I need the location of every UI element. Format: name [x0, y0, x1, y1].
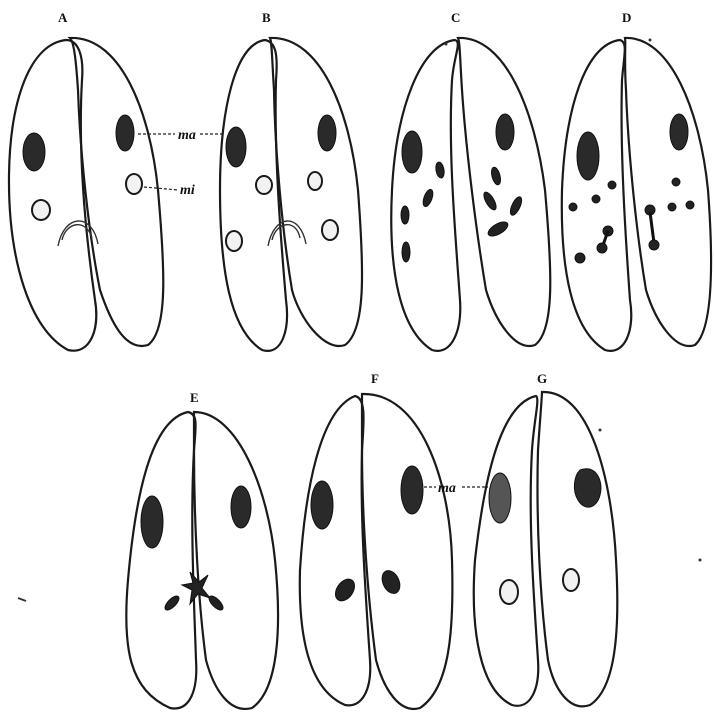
- micronucleus: [668, 203, 676, 211]
- micronucleus: [32, 200, 50, 220]
- micronucleus: [401, 206, 409, 224]
- micronucleus: [592, 195, 600, 203]
- cell-right-d: [625, 38, 711, 346]
- speck: [649, 39, 652, 42]
- micronucleus: [608, 181, 616, 189]
- micronucleus: [486, 219, 510, 239]
- micronucleus: [207, 594, 225, 612]
- micronucleus: [672, 178, 680, 186]
- speck: [699, 559, 702, 562]
- macronucleus: [577, 132, 599, 180]
- speck: [18, 598, 26, 601]
- panel-label-g: G: [537, 371, 547, 386]
- macronucleus: [496, 114, 514, 150]
- cell-left-e: [126, 412, 196, 708]
- micronucleus: [569, 203, 577, 211]
- speck: [445, 43, 448, 46]
- cell-right-b: [270, 38, 362, 346]
- micronucleus: [308, 172, 322, 190]
- micronucleus: [421, 188, 435, 208]
- cell-left-a: [9, 40, 96, 351]
- micronucleus: [500, 580, 518, 604]
- micronucleus: [508, 195, 524, 217]
- label-ma: ma: [178, 128, 196, 143]
- macronucleus: [226, 127, 246, 167]
- micronucleus: [379, 568, 404, 597]
- micronucleus: [332, 576, 359, 605]
- macronucleus: [574, 469, 601, 507]
- micronucleus: [649, 240, 659, 250]
- micronucleus: [482, 190, 499, 211]
- dividing-nucleus: [650, 212, 654, 243]
- micronucleus: [256, 176, 272, 194]
- cell-right-g: [537, 392, 617, 706]
- micronucleus: [163, 594, 181, 612]
- micronucleus: [563, 569, 579, 591]
- cell-right-c: [458, 38, 550, 346]
- macronucleus: [670, 114, 688, 150]
- micronucleus: [226, 231, 242, 251]
- panel-b: B ma mi: [178, 10, 362, 351]
- macronucleus: [318, 115, 336, 151]
- speck: [599, 429, 602, 432]
- macronucleus: [402, 131, 422, 173]
- macronucleus: [141, 496, 163, 548]
- macronucleus: [23, 133, 45, 171]
- label-mi: mi: [180, 183, 195, 198]
- panel-d: D: [562, 10, 711, 351]
- panel-label-b: B: [262, 10, 271, 25]
- panel-label-e: E: [190, 390, 199, 405]
- cell-left-f: [300, 396, 370, 705]
- micronucleus: [597, 243, 607, 253]
- panel-e: E: [126, 390, 278, 709]
- cell-left-b: [220, 40, 287, 351]
- label-ma-f: ma: [438, 481, 456, 496]
- panel-f: F ma: [300, 371, 488, 709]
- micronucleus: [402, 242, 410, 262]
- micronucleus: [322, 220, 338, 240]
- micronucleus: [435, 161, 446, 178]
- cell-left-g: [474, 396, 538, 706]
- macronucleus: [311, 481, 333, 529]
- cell-right-e: [194, 412, 278, 709]
- micronucleus: [575, 253, 585, 263]
- leader-line: [144, 187, 178, 190]
- panel-c: C: [391, 10, 550, 351]
- macronucleus: [116, 115, 134, 151]
- fused-micronuclei: [182, 572, 210, 604]
- macronucleus: [489, 473, 511, 523]
- panel-label-f: F: [371, 371, 379, 386]
- panel-label-a: A: [58, 10, 68, 25]
- macronucleus: [401, 466, 423, 514]
- micronucleus: [490, 166, 502, 185]
- panel-label-c: C: [451, 10, 460, 25]
- micronucleus: [686, 201, 694, 209]
- panel-g: G: [474, 371, 618, 706]
- micronucleus: [126, 174, 142, 194]
- panel-a: A: [9, 10, 178, 351]
- cell-right-f: [362, 394, 452, 709]
- macronucleus: [231, 486, 251, 528]
- panel-label-d: D: [622, 10, 631, 25]
